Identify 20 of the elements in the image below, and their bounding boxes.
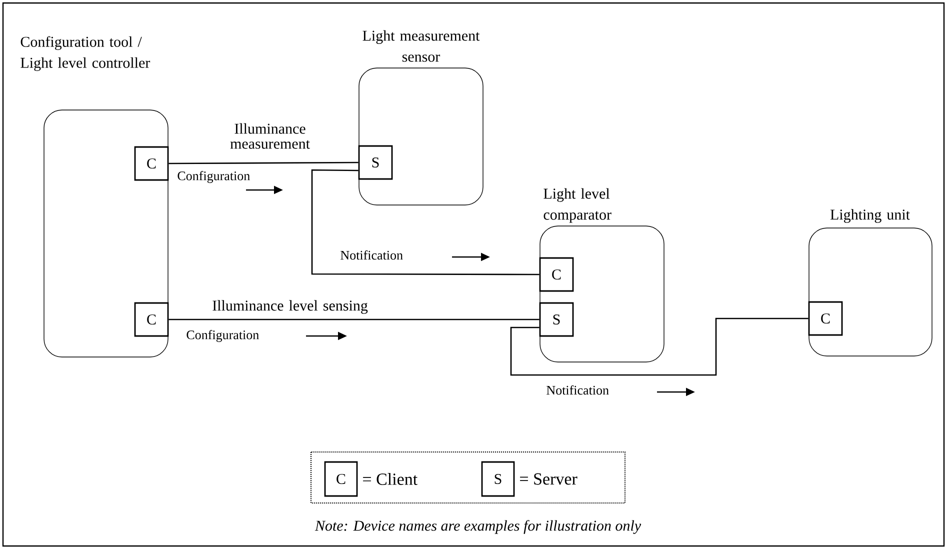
port-box: C	[134, 302, 169, 337]
flow-label: Notification	[340, 250, 403, 260]
caption: Note: Device names are examples for illustration only	[314, 520, 642, 534]
node-label: Lighting unit	[830, 209, 910, 223]
node-label: Configuration tool / Light level controller	[20, 36, 150, 71]
port-box: C	[808, 301, 843, 336]
node-label: Light measurement sensor	[362, 30, 480, 62]
connector-line	[311, 169, 540, 276]
port-box: S	[539, 302, 574, 337]
connector-line	[168, 318, 540, 320]
legend-text: = Client	[363, 473, 418, 485]
connector-line	[510, 318, 808, 376]
legend-text: = Server	[520, 473, 578, 485]
connector-line	[168, 162, 358, 164]
port-box: S	[358, 145, 393, 180]
port-box: C	[134, 146, 169, 181]
node-label: Light level comparator	[544, 188, 612, 223]
edge-label: Illuminance level sensing	[212, 300, 368, 314]
edge-label: Illuminance measurement	[230, 123, 310, 149]
port-box: C	[539, 257, 574, 292]
